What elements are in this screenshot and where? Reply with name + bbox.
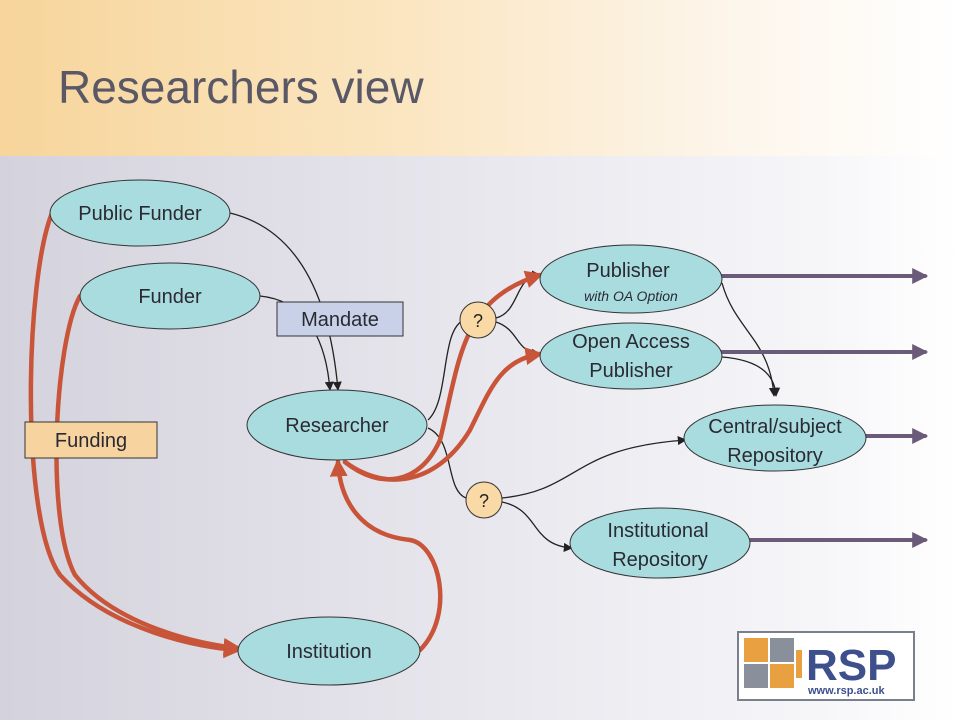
node-funder: Funder bbox=[79, 262, 261, 330]
question-circle-depositing: ? bbox=[465, 481, 503, 519]
node-oa-publisher-label-line1: Open Access bbox=[572, 331, 690, 353]
red-arrow-public-funder-institution bbox=[28, 210, 242, 659]
label-mandate-text: Mandate bbox=[301, 309, 379, 331]
node-institutional-repository-label-line2: Repository bbox=[612, 549, 708, 571]
label-mandate: Mandate bbox=[276, 301, 404, 337]
connector-q2-inst-repo bbox=[501, 501, 573, 552]
connector-researcher-q1 bbox=[427, 319, 465, 421]
question-circle-publishing: ? bbox=[459, 301, 497, 339]
connector-q1-oa-publisher bbox=[495, 321, 541, 358]
title-banner: Researchers view bbox=[0, 0, 960, 156]
node-public-funder-label: Public Funder bbox=[78, 203, 202, 225]
rsp-logo-puzzle-icon bbox=[744, 638, 802, 688]
connector-public-funder-researcher bbox=[229, 212, 342, 391]
node-central-repository: Central/subject Repository bbox=[683, 404, 867, 472]
connector-researcher-q2 bbox=[427, 427, 467, 499]
label-funding: Funding bbox=[24, 421, 158, 459]
rsp-logo-text: RSP bbox=[806, 641, 896, 690]
connector-q2-central-repo bbox=[501, 436, 687, 499]
node-publisher-sublabel: with OA Option bbox=[584, 288, 678, 304]
node-researcher-label: Researcher bbox=[285, 415, 389, 437]
node-oa-publisher-label-line2: Publisher bbox=[589, 360, 673, 382]
label-funding-text: Funding bbox=[55, 430, 127, 452]
node-funder-label: Funder bbox=[138, 286, 202, 308]
slide-title: Researchers view bbox=[58, 61, 424, 113]
node-public-funder: Public Funder bbox=[49, 179, 231, 247]
red-arrow-researcher-oa-publisher bbox=[342, 347, 544, 482]
node-institution: Institution bbox=[237, 616, 421, 686]
node-central-repository-label-line2: Repository bbox=[727, 445, 823, 467]
node-publisher-label: Publisher bbox=[586, 260, 670, 282]
node-central-repository-label-line1: Central/subject bbox=[708, 416, 842, 438]
node-oa-publisher: Open Access Publisher bbox=[539, 322, 723, 390]
node-institution-label: Institution bbox=[286, 641, 372, 663]
node-publisher: Publisher with OA Option bbox=[539, 244, 723, 314]
node-researcher: Researcher bbox=[246, 389, 428, 461]
rsp-logo-url: www.rsp.ac.uk bbox=[807, 685, 886, 697]
node-institutional-repository-label-line1: Institutional bbox=[607, 520, 708, 542]
question-circle-publishing-text: ? bbox=[473, 311, 483, 331]
question-circle-depositing-text: ? bbox=[479, 491, 489, 511]
rsp-logo: RSP www.rsp.ac.uk bbox=[737, 631, 915, 701]
node-institutional-repository: Institutional Repository bbox=[569, 507, 751, 579]
connector-oa-publisher-central-repo bbox=[721, 356, 781, 397]
red-arrow-funder-institution bbox=[54, 293, 242, 656]
red-arrow-institution-researcher bbox=[329, 458, 443, 653]
connector-publisher-central-repo bbox=[721, 282, 778, 397]
